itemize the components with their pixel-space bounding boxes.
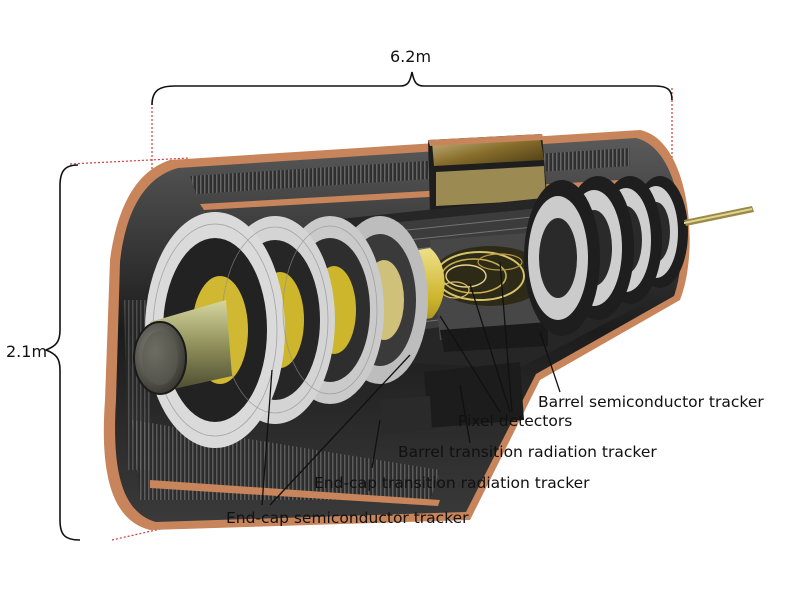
label-pixel-detectors: Pixel detectors <box>458 412 572 430</box>
diameter-label: 2.1m <box>6 342 47 361</box>
endcap-disks-right <box>524 176 688 336</box>
beam-pipe-front <box>133 300 232 395</box>
length-brace <box>151 71 673 106</box>
label-end-cap-semiconductor-tracker: End-cap semiconductor tracker <box>226 509 469 527</box>
label-barrel-transition-radiation-tracker: Barrel transition radiation tracker <box>398 443 657 461</box>
diameter-brace <box>43 164 81 541</box>
beam-pipe-rear <box>684 206 754 226</box>
top-support-block <box>428 134 548 212</box>
label-end-cap-transition-radiation-tracker: End-cap transition radiation tracker <box>314 474 590 492</box>
leader-lines <box>261 261 561 506</box>
label-barrel-semiconductor-tracker: Barrel semiconductor tracker <box>538 393 764 411</box>
length-label: 6.2m <box>390 47 431 66</box>
